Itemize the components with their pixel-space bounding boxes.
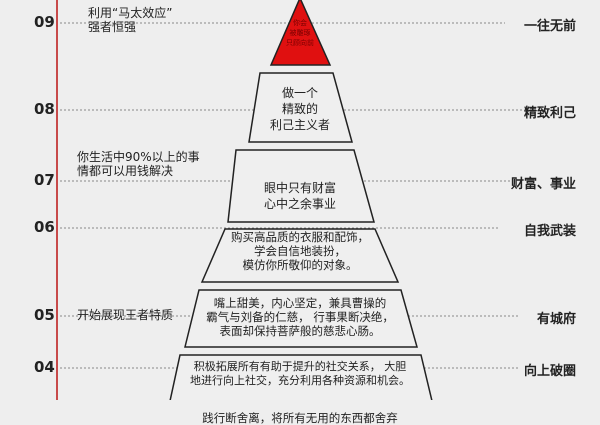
level-text: 眼中只有财富 心中之余事业 [263,181,337,211]
level-number: 07 [34,171,55,189]
level-06-shape [200,228,400,283]
level-text: 你会 被雕琢 只顾向前 [286,19,314,47]
level-05-shape [184,289,418,348]
level-note: 你生活中90%以上的事 情都可以用钱解决 [77,150,200,178]
level-04-shape [169,354,433,400]
level-number: 08 [34,100,55,118]
level-tag: 一往无前 [523,19,576,34]
level-text: 购买高品质的衣服和配饰， 学会自信地装扮， 模仿你所敬仰的对象。 [231,230,369,272]
level-number: 06 [34,218,55,236]
level-tag: 有城府 [536,312,576,327]
level-tag: 向上破圈 [523,364,576,379]
level-text: 践行断舍离，将所有无用的东西都舍弃 [202,411,398,425]
level-text: 嘴上甜美，内心坚定，兼具曹操的 霸气与刘备的仁慈， 行事果断决绝， 表面却保持菩… [206,296,394,338]
level-note: 开始展现王者特质 [77,308,174,322]
level-08-shape [248,72,353,143]
level-09-shape [269,0,332,66]
level-number: 04 [34,358,55,376]
level-07-shape [227,149,375,223]
level-text: 做一个 精致的 利己主义者 [269,86,331,132]
level-number: 09 [34,13,55,31]
level-tag: 精致利己 [523,106,576,121]
level-tag: 财富、事业 [510,177,576,192]
pyramid-diagram [56,0,525,400]
level-text: 积极拓展所有有助于提升的社交关系， 大胆 地进行向上社交，充分利用各种资源和机会… [190,360,410,387]
level-number: 05 [34,306,55,324]
level-tag: 自我武装 [523,224,576,239]
level-note: 利用“马太效应” 强者恒强 [88,6,173,34]
